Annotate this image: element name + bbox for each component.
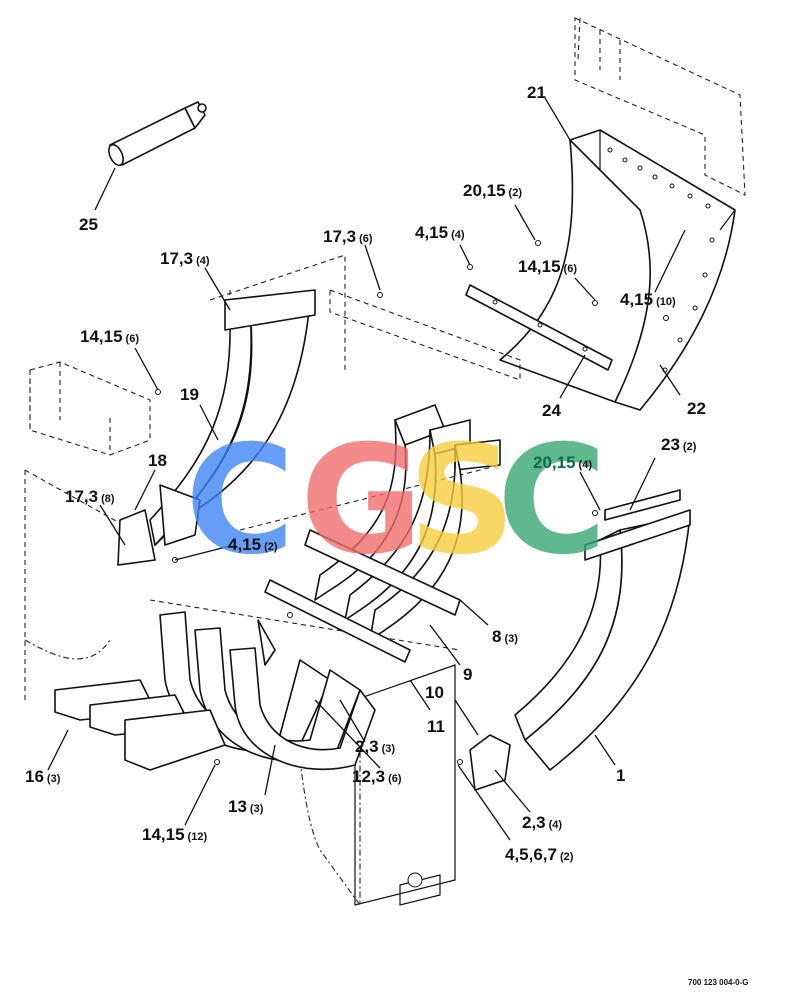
callout-12-3: 12,3(6) — [352, 767, 402, 786]
callout-22: 22 — [687, 399, 706, 418]
callout-2-3-qty4: 2,3(4) — [522, 813, 562, 832]
part-8-9-cross-rail — [264, 529, 461, 663]
callout-14-15-left: 14,15(6) — [80, 327, 139, 346]
watermark-letter-c1: C — [185, 414, 295, 588]
callout-24: 24 — [542, 401, 561, 420]
callout-11: 11 — [427, 717, 445, 736]
callout-14-15-right: 14,15(6) — [518, 257, 577, 276]
watermark-letter-c2: C — [497, 414, 607, 588]
callout-8: 8(3) — [492, 627, 518, 646]
callout-4-15-qty2: 4,15(2) — [228, 535, 278, 554]
callout-17-3-qty4: 17,3(4) — [160, 249, 210, 268]
callout-17-3-qty8: 17,3(8) — [65, 487, 115, 506]
callout-4-15-qty4: 4,15(4) — [415, 223, 465, 242]
callout-2-3-qty3: 2,3(3) — [355, 737, 395, 756]
callout-19: 19 — [180, 385, 199, 404]
part-25-cylinder — [108, 101, 207, 167]
cgsc-watermark: C G S C — [185, 414, 607, 588]
leader-lines — [47, 97, 686, 841]
figure-number: 700 123 004-0-G — [688, 978, 749, 987]
callout-25: 25 — [79, 215, 98, 234]
callout-13: 13(3) — [228, 797, 264, 816]
part-21-22-rear-shield — [499, 129, 736, 411]
part-18-bracket — [117, 484, 201, 566]
watermark-letter-g: G — [300, 414, 423, 588]
callout-1: 1 — [616, 766, 625, 785]
callout-20-15-qty2: 20,15(2) — [463, 181, 522, 200]
callout-23: 23(2) — [661, 435, 697, 454]
shield-rivet-holes — [607, 147, 715, 373]
callout-4-5-6-7: 4,5,6,7(2) — [505, 845, 574, 864]
callout-14-15-qty12: 14,15(12) — [142, 825, 207, 844]
callout-9: 9 — [463, 665, 472, 684]
callout-20-15-qty4: 20,15(4) — [533, 453, 592, 472]
callout-18: 18 — [148, 451, 167, 470]
part-24-strap — [465, 284, 613, 371]
callout-10: 10 — [425, 683, 444, 702]
callout-labels: 1 2,3(4) 2,3(3) 4,5,6,7(2) 4,15(2) 4,15(… — [25, 83, 706, 864]
callout-21: 21 — [527, 83, 546, 102]
part-1-right-curved-panel — [514, 489, 691, 771]
phantom-housing — [24, 639, 456, 907]
callout-16: 16(3) — [25, 767, 61, 786]
part-19-left-curved-panel — [149, 289, 316, 546]
callout-4-15-qty10: 4,15(10) — [620, 290, 676, 309]
callout-17-3-qty6: 17,3(6) — [323, 227, 373, 246]
watermark-letter-s: S — [408, 414, 516, 588]
part-16-steps — [54, 679, 226, 771]
